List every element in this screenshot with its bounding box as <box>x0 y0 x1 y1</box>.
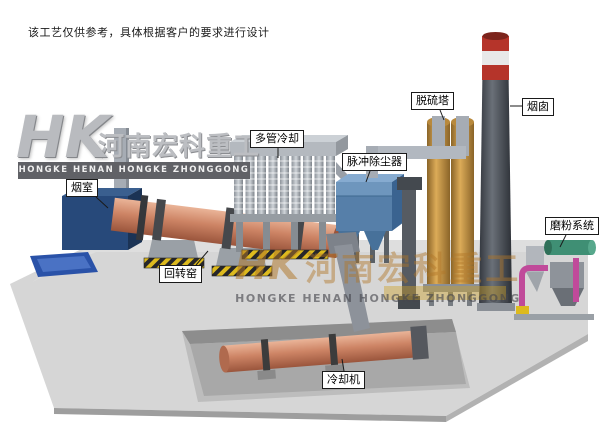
cooler-tubes <box>234 156 335 214</box>
disclaimer-text: 该工艺仅供参考，具体根据客户的要求进行设计 <box>28 26 270 39</box>
label-leader-lines <box>95 105 567 372</box>
bucket-elevator <box>397 177 422 309</box>
label-smoke-chamber: 烟室 <box>66 179 98 197</box>
logo-hk-monogram: HK <box>16 103 110 171</box>
logo-company-name-en: HONGKE HENAN HONGKE ZHONGGONG <box>18 162 250 179</box>
multi-tube-cooler-unit <box>230 135 356 260</box>
label-multi-tube-cooler: 多管冷却 <box>250 130 304 148</box>
label-cooling-machine: 冷却机 <box>322 371 365 389</box>
label-rotary-kiln: 回转窑 <box>159 265 202 283</box>
label-grinding-system: 磨粉系统 <box>545 217 599 235</box>
grinding-system-unit <box>514 240 596 320</box>
label-desulfurization-tower: 脱硫塔 <box>411 92 454 110</box>
logo-company-name-cn: 河南宏科重工 <box>98 132 261 162</box>
chimney-unit <box>477 32 515 311</box>
water-pool <box>30 252 98 277</box>
label-pulse-dust-collector: 脉冲除尘器 <box>342 153 407 171</box>
company-logo: HK 河南宏科重工 HONGKE HENAN HONGKE ZHONGGONG <box>16 108 259 192</box>
desulfurization-towers <box>423 117 479 306</box>
label-chimney: 烟囱 <box>522 98 554 116</box>
cooling-machine-shell <box>223 330 419 373</box>
kiln-discharge-chute <box>326 232 370 332</box>
